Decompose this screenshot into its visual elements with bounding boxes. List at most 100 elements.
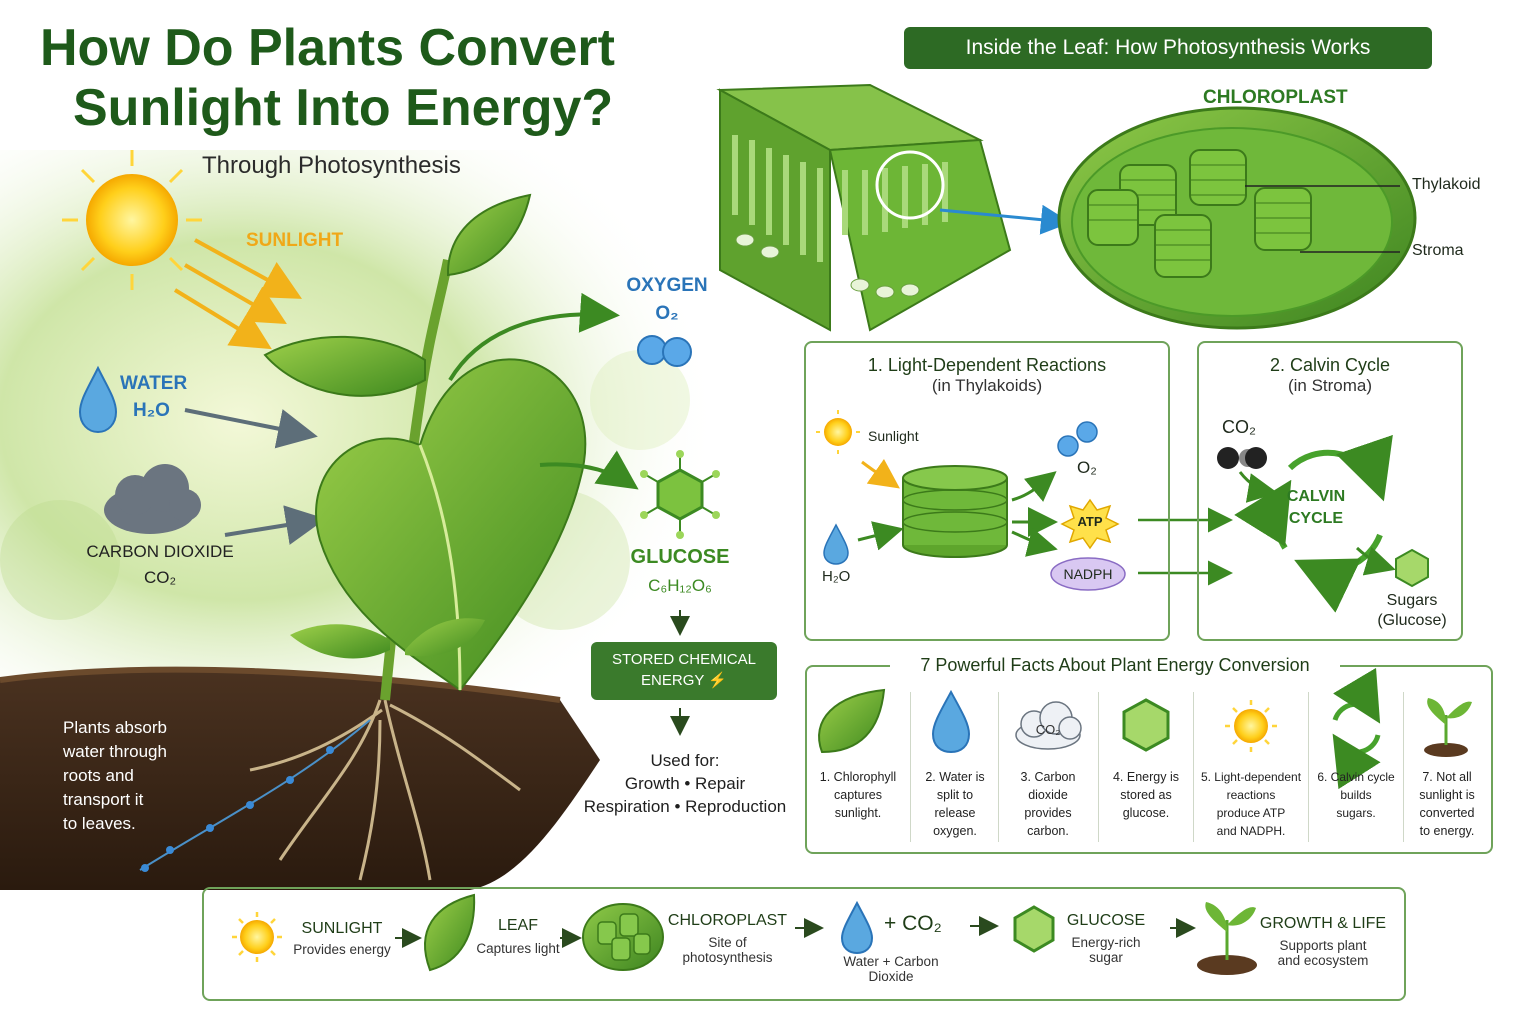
flow-glucose-sub-1: Energy-rich [1071, 935, 1141, 950]
used-for-line-2: Respiration • Reproduction [583, 797, 787, 816]
sugar-hexagon-icon [1395, 548, 1429, 588]
roots [249, 699, 521, 881]
fact-text: converted [1419, 806, 1475, 820]
title-line-1: How Do Plants Convert [40, 19, 615, 77]
fact-text: glucose. [1122, 806, 1170, 820]
fact-divider [1193, 692, 1194, 842]
roots-line-2: water through [63, 742, 167, 761]
flow-icons [232, 893, 1257, 975]
fact-text: sugars. [1336, 806, 1376, 820]
calvin-cycle-panel: 2. Calvin Cycle (in Stroma) [1197, 341, 1463, 641]
cloud-icon [104, 464, 201, 534]
fact-text: builds [1340, 788, 1372, 802]
roots-line-3: roots and [63, 766, 134, 785]
fact-text: 7. Not all [1422, 770, 1472, 784]
lightning-icon: ⚡ [708, 672, 727, 689]
fact-text: release [934, 806, 976, 820]
fact-text: sunlight is [1419, 788, 1475, 802]
fact-text: oxygen. [933, 824, 977, 838]
thylakoid-label: Thylakoid [1412, 176, 1481, 193]
fact-text: dioxide [1028, 788, 1068, 802]
fact-divider [1308, 692, 1309, 842]
flow-leaf-title: LEAF [497, 917, 538, 934]
fact-text: 6. Calvin cycle [1317, 770, 1395, 784]
flow-growth-title: GROWTH & LIFE [1259, 915, 1387, 932]
fact-text: 5. Light-dependent [1200, 770, 1302, 784]
flow-step-chloroplast: CHLOROPLAST Site of photosynthesis [665, 912, 790, 965]
water-label: WATER [120, 373, 188, 394]
chloroplast-label: CHLOROPLAST [1203, 87, 1348, 108]
fact-text: stored as [1120, 788, 1172, 802]
water-formula: H₂O [133, 400, 170, 421]
water-drop-icon [78, 365, 118, 434]
fact-text: 4. Energy is [1112, 770, 1179, 784]
fact-divider [910, 692, 911, 842]
atp-burst [1060, 498, 1120, 550]
lr-oxygen-label: O₂ [1077, 458, 1097, 477]
fact-text: split to [936, 788, 974, 802]
flow-chloroplast-sub-1: Site of [708, 935, 747, 950]
flow-step-glucose: GLUCOSE Energy-rich sugar [1058, 912, 1154, 965]
fact-item-1: 1. Chlorophyll captures sunlight. [808, 768, 908, 918]
flow-water-co2-sub-1: Water + Carbon [843, 954, 939, 969]
light-reactions-subtitle: (in Thylakoids) [931, 376, 1043, 395]
light-reactions-title: 1. Light-Dependent Reactions [867, 355, 1107, 375]
fact-text: reactions [1226, 788, 1276, 802]
fact-text: 2. Water is [925, 770, 985, 784]
facts-icons [818, 667, 1472, 790]
chloroplast-illustration [1057, 106, 1417, 330]
flow-chloroplast-title: CHLOROPLAST [667, 912, 788, 929]
lr-water-label: H₂O [822, 568, 851, 585]
calvin-title: 2. Calvin Cycle [1269, 355, 1391, 375]
co2-label: CARBON DIOXIDE [86, 542, 234, 561]
sugars-line-1: Sugars [1386, 592, 1438, 609]
flow-growth-sub-1: Supports plant [1279, 938, 1367, 953]
flow-glucose-title: GLUCOSE [1066, 912, 1146, 929]
thylakoid-stacks [1087, 149, 1312, 278]
fact-text: and NADPH. [1216, 824, 1286, 838]
fact-item-4: 4. Energy is stored as glucose. [1100, 768, 1192, 918]
stored-energy-box: STORED CHEMICAL ENERGY ⚡ [591, 642, 777, 700]
glucose-hexagon-icon [640, 450, 720, 539]
leaf-section-banner: Inside the Leaf: How Photosynthesis Work… [904, 27, 1432, 69]
calvin-cycle-line-1: CALVIN [1286, 488, 1346, 505]
fact-text: produce ATP [1216, 806, 1286, 820]
roots-line-4: transport it [63, 790, 144, 809]
fact-text: carbon. [1027, 824, 1069, 838]
flow-sunlight-title: SUNLIGHT [301, 920, 383, 937]
fact-text: to energy. [1419, 824, 1475, 838]
page-title: How Do Plants Convert Sunlight Into Ener… [40, 18, 740, 138]
flow-step-sunlight: SUNLIGHT Provides energy [283, 920, 401, 957]
big-leaf [315, 358, 587, 692]
fact-item-2: 2. Water is split to release oxygen. [912, 768, 998, 918]
used-for-title: Used for: [650, 751, 720, 770]
flow-panel [202, 887, 1406, 1001]
light-reactions-panel: 1. Light-Dependent Reactions (in Thylako… [804, 341, 1170, 641]
sugars-label: Sugars (Glucose) [1362, 591, 1462, 631]
stroma-label: Stroma [1412, 242, 1464, 259]
fact-text: provides [1024, 806, 1072, 820]
used-for-line-1: Growth • Repair [624, 774, 746, 793]
calvin-subtitle: (in Stroma) [1287, 376, 1373, 395]
fact-item-5: 5. Light-dependent reactions produce ATP… [1195, 768, 1307, 918]
fact-divider [998, 692, 999, 842]
roots-line-1: Plants absorb [63, 718, 167, 737]
lr-sunlight-label: Sunlight [868, 428, 919, 444]
nadph-label: NADPH [1063, 566, 1113, 582]
flow-sunlight-sub: Provides energy [293, 942, 391, 957]
calvin-co2-label: CO₂ [1222, 417, 1256, 437]
glucose-formula: C₆H₁₂O₆ [648, 576, 712, 595]
sugars-line-2: (Glucose) [1377, 612, 1447, 629]
nadph-pill [1050, 557, 1126, 591]
thylakoid-stack-icon [902, 465, 1008, 558]
roots-line-5: to leaves. [63, 814, 136, 833]
title-line-2: Sunlight Into Energy? [73, 79, 614, 137]
calvin-cycle-line-2: CYCLE [1288, 510, 1344, 527]
page-subtitle: Through Photosynthesis [202, 152, 461, 179]
flow-step-leaf: LEAF Captures light [468, 917, 568, 956]
co2-formula: CO₂ [143, 568, 177, 587]
sunlight-label: SUNLIGHT [246, 230, 344, 251]
light-reaction-diagram [816, 410, 1233, 591]
flow-leaf-sub: Captures light [476, 941, 560, 956]
